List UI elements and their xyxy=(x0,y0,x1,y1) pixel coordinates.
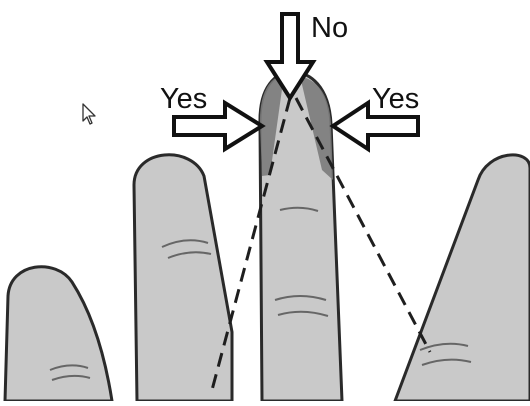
right-finger xyxy=(395,155,530,401)
index-finger-left xyxy=(134,155,232,401)
yes-label-right: Yes xyxy=(372,85,419,114)
ring-finger xyxy=(5,267,112,401)
yes-label-left: Yes xyxy=(160,85,207,114)
middle-finger xyxy=(260,72,342,401)
no-label: No xyxy=(311,14,348,43)
mouse-pointer-icon xyxy=(83,104,95,124)
